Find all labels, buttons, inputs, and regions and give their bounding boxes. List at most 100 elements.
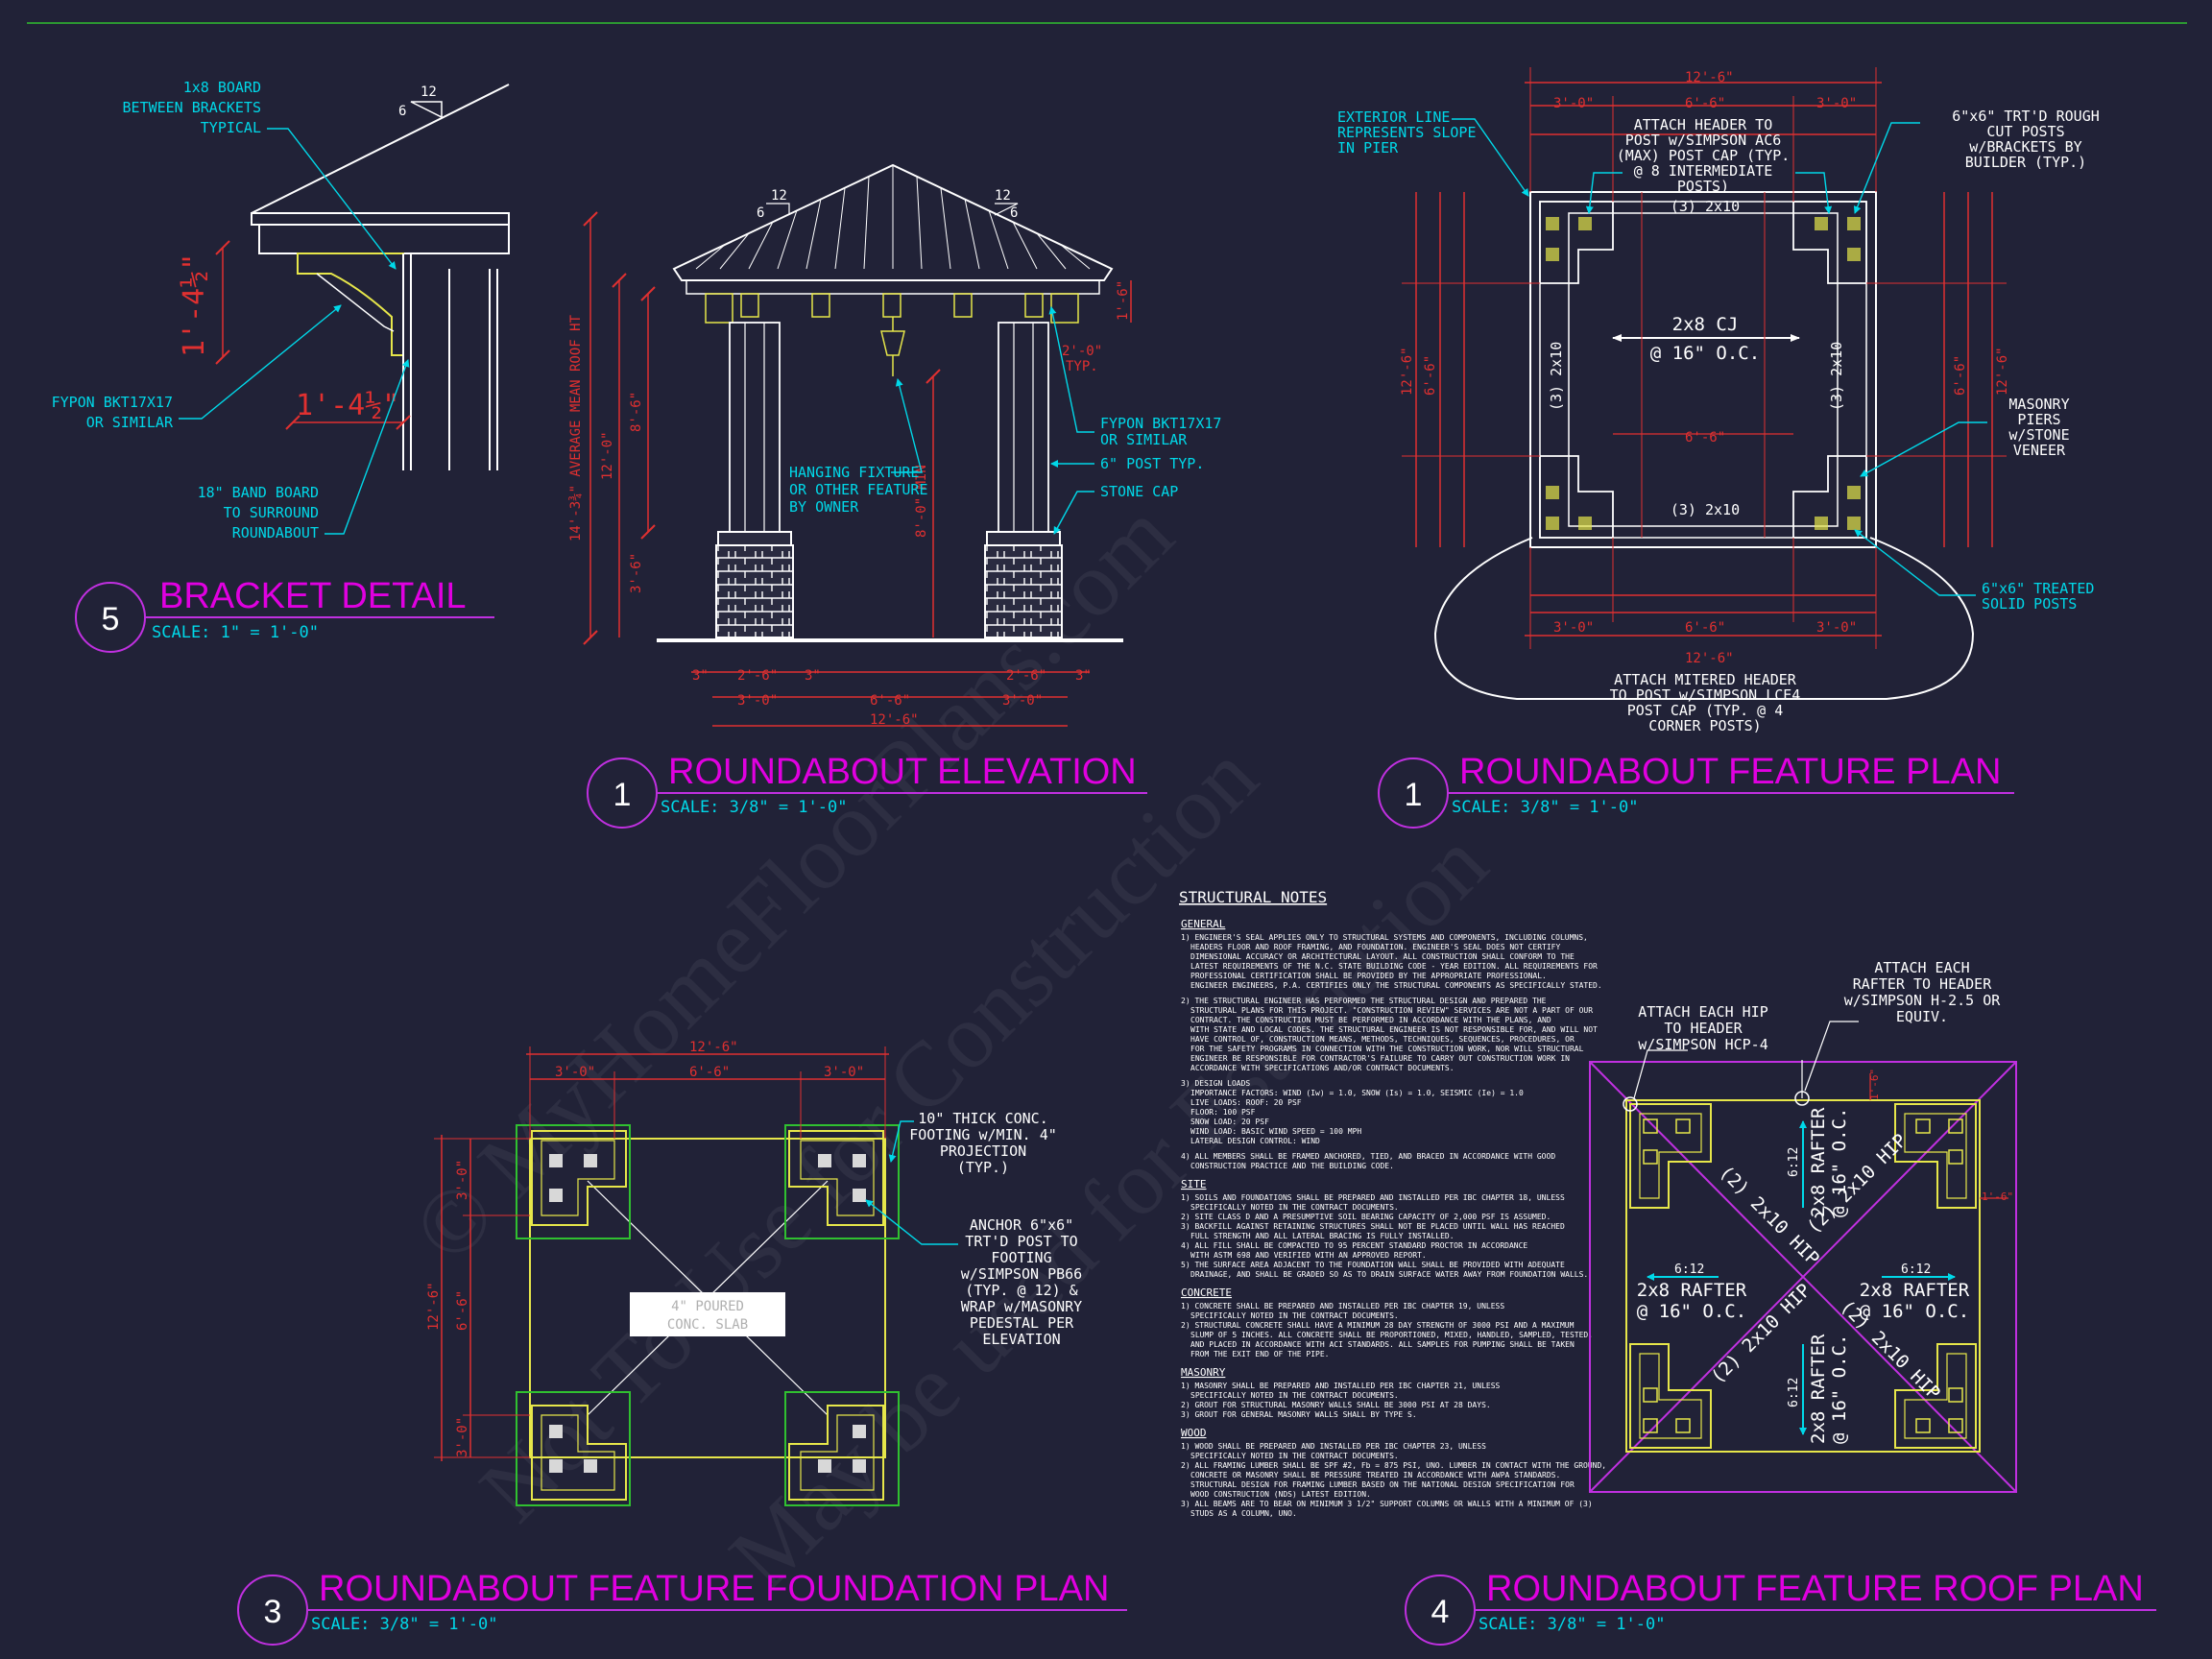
notes-line: WOOD CONSTRUCTION (NDS) LATEST EDITION.	[1190, 1490, 1371, 1499]
notes-section-heading: GENERAL	[1181, 918, 1226, 930]
inner-frame	[1539, 201, 1867, 539]
notes-line: DRAINAGE, AND SHALL BE GRADED SO AS TO D…	[1190, 1270, 1588, 1279]
label-band-1: 18" BAND BOARD	[198, 484, 319, 501]
label-solid-2: SOLID POSTS	[1982, 595, 2077, 613]
notes-line: SPECIFICALLY NOTED IN THE CONTRACT DOCUM…	[1190, 1391, 1399, 1400]
notes-line: WITH ASTM 698 AND VERIFIED WITH AN APPRO…	[1190, 1251, 1427, 1260]
notes-line: 1) SOILS AND FOUNDATIONS SHALL BE PREPAR…	[1181, 1193, 1565, 1202]
foundation-title: ROUNDABOUT FEATURE FOUNDATION PLAN	[319, 1569, 1109, 1609]
plan-dim-6-6-mid: 6'-6"	[1685, 430, 1725, 445]
notes-line: 2) STRUCTURAL CONCRETE SHALL HAVE A MINI…	[1181, 1321, 1575, 1330]
header-top-label: (3) 2x10	[1671, 198, 1740, 215]
slab-label-2: CONC. SLAB	[667, 1317, 748, 1333]
bracket-shape	[297, 252, 404, 356]
header-bot-label: (3) 2x10	[1671, 501, 1740, 518]
notes-line: SNOW LOAD: 20 PSF	[1190, 1118, 1269, 1126]
notes-line: 2) THE STRUCTURAL ENGINEER HAS PERFORMED…	[1181, 997, 1547, 1005]
leader-hip-attach	[1633, 1049, 1688, 1099]
detail-number-circle	[75, 582, 146, 653]
label-hanging-2: OR OTHER FEATURE	[789, 481, 928, 498]
rafter-bot-2: @ 16" O.C.	[1829, 1334, 1850, 1444]
notes-line: 1) WOOD SHALL BE PREPARED AND INSTALLED …	[1181, 1442, 1486, 1451]
plan-dim-12-6-bot: 12'-6"	[1685, 651, 1734, 666]
notes-line: IMPORTANCE FACTORS: WIND (Iw) = 1.0, SNO…	[1190, 1089, 1524, 1097]
notes-line: 2) SITE CLASS D AND A PRESUMPTIVE SOIL B…	[1181, 1213, 1551, 1221]
tick	[215, 349, 230, 365]
notes-line: HEADERS FLOOR AND ROOF FRAMING, AND FOUN…	[1190, 943, 1560, 951]
notes-line: 3) DESIGN LOADS	[1181, 1079, 1250, 1088]
notes-line: STRUCTURAL PLANS FOR THIS PROJECT. "CONS…	[1190, 1006, 1593, 1015]
notes-line: 5) THE SURFACE AREA ADJACENT TO THE FOUN…	[1181, 1261, 1565, 1269]
slab-label-box	[630, 1292, 785, 1336]
label-board-3: TYPICAL	[201, 119, 261, 136]
pitch-run: 12	[421, 84, 437, 100]
header-band	[685, 279, 1100, 295]
roof-dim-1-6-top: 1'-6"	[1868, 1069, 1881, 1100]
label-attach-5: POSTS)	[1677, 178, 1729, 195]
label-ext-3: IN PIER	[1337, 139, 1399, 156]
band-board	[258, 224, 510, 254]
outer-frame	[1529, 191, 1877, 548]
roof-dim-1-6-right: 1'-6"	[1982, 1190, 2013, 1203]
notes-line: SPECIFICALLY NOTED IN THE CONTRACT DOCUM…	[1190, 1203, 1399, 1212]
leader-board	[267, 128, 397, 270]
label-fypon-1: FYPON BKT17X17	[1100, 415, 1221, 432]
bot-dim-3-0a: 3'-0"	[737, 693, 778, 709]
header-right-label: (3) 2x10	[1828, 342, 1845, 411]
leader-anchor	[865, 1199, 958, 1245]
label-rough-2: CUT POSTS	[1986, 123, 2064, 140]
elevation-number-circle	[587, 757, 658, 829]
plan-number-circle	[1378, 757, 1449, 829]
notes-line: 2) ALL FRAMING LUMBER SHALL BE SPF #2, F…	[1181, 1461, 1606, 1470]
label-board-2: BETWEEN BRACKETS	[123, 99, 262, 116]
leader-attach-l	[1585, 172, 1623, 214]
footings	[516, 1124, 900, 1506]
stone-cap-right	[986, 531, 1061, 546]
label-post: 6" POST TYP.	[1100, 455, 1204, 472]
plan-scale: SCALE: 3/8" = 1'-0"	[1452, 798, 1638, 817]
leader-stone-cap	[1053, 491, 1094, 535]
label-fypon-2: OR SIMILAR	[1100, 431, 1188, 448]
slab-label-1: 4" POURED	[671, 1299, 744, 1314]
fnd-dim-3-0b-left: 3'-0"	[455, 1417, 470, 1457]
notes-line: CONSTRUCTION PRACTICE AND THE BUILDING C…	[1190, 1162, 1394, 1170]
label-anchor-6: WRAP w/MASONRY	[961, 1298, 1082, 1315]
dim-2-0-typ: 2'-0"	[1062, 344, 1102, 359]
elevation-title: ROUNDABOUT ELEVATION	[668, 752, 1137, 792]
label-solid-1: 6"x6" TREATED	[1982, 580, 2094, 597]
pitch-right: 6:12	[1901, 1262, 1931, 1277]
plan-dim-3-0a: 3'-0"	[1553, 96, 1594, 111]
column-left	[729, 322, 781, 533]
plan-dim-6-6-bot: 6'-6"	[1685, 620, 1725, 636]
dim-mean-roof-label: 14'-3¾" AVERAGE MEAN ROOF HT	[568, 314, 584, 541]
bot-dim-2-6b: 2'-6"	[1006, 668, 1046, 684]
foundation-plan: 4" POURED CONC. SLAB 12'-6" 3'-0" 6'-6" …	[237, 1040, 1127, 1646]
label-rafter-attach-1: ATTACH EACH	[1874, 959, 1969, 976]
notes-line: 3) ALL BEAMS ARE TO BEAR ON MINIMUM 3 1/…	[1181, 1500, 1593, 1508]
label-rough-4: BUILDER (TYP.)	[1965, 154, 2086, 171]
bot-dim-12-6: 12'-6"	[870, 712, 919, 728]
leader-rafter-attach	[1804, 1021, 1859, 1092]
plan-title: ROUNDABOUT FEATURE PLAN	[1459, 752, 2001, 792]
label-mitered-2: TO POST w/SIMPSON LCE4	[1610, 686, 1801, 704]
leader-footing	[888, 1120, 914, 1163]
notes-line: 1) MASONRY SHALL BE PREPARED AND INSTALL…	[1181, 1382, 1501, 1390]
plan-dim-12-6-left: 12'-6"	[1400, 347, 1415, 396]
bot-dim-3c: 3"	[1075, 668, 1092, 684]
label-masonry-2: PIERS	[2017, 411, 2060, 428]
stone-cap-left	[717, 531, 792, 546]
cj-label-2: @ 16" O.C.	[1650, 343, 1760, 364]
leader-rough	[1853, 122, 1920, 214]
leader-masonry	[1860, 421, 1987, 477]
notes-line: PROFESSIONAL CERTIFICATION SHALL BE PROV…	[1190, 972, 1547, 980]
label-band-2: TO SURROUND	[224, 504, 319, 521]
slab-outline	[529, 1138, 886, 1458]
tick	[285, 415, 301, 430]
bracket-detail-title: BRACKET DETAIL	[159, 576, 467, 616]
pitch-right-run: 12	[995, 188, 1011, 204]
notes-line: STUDS AS A COLUMN, UNO.	[1190, 1509, 1297, 1518]
fascia	[251, 212, 510, 226]
notes-line: 3) BACKFILL AGAINST RETAINING STRUCTURES…	[1181, 1222, 1565, 1231]
